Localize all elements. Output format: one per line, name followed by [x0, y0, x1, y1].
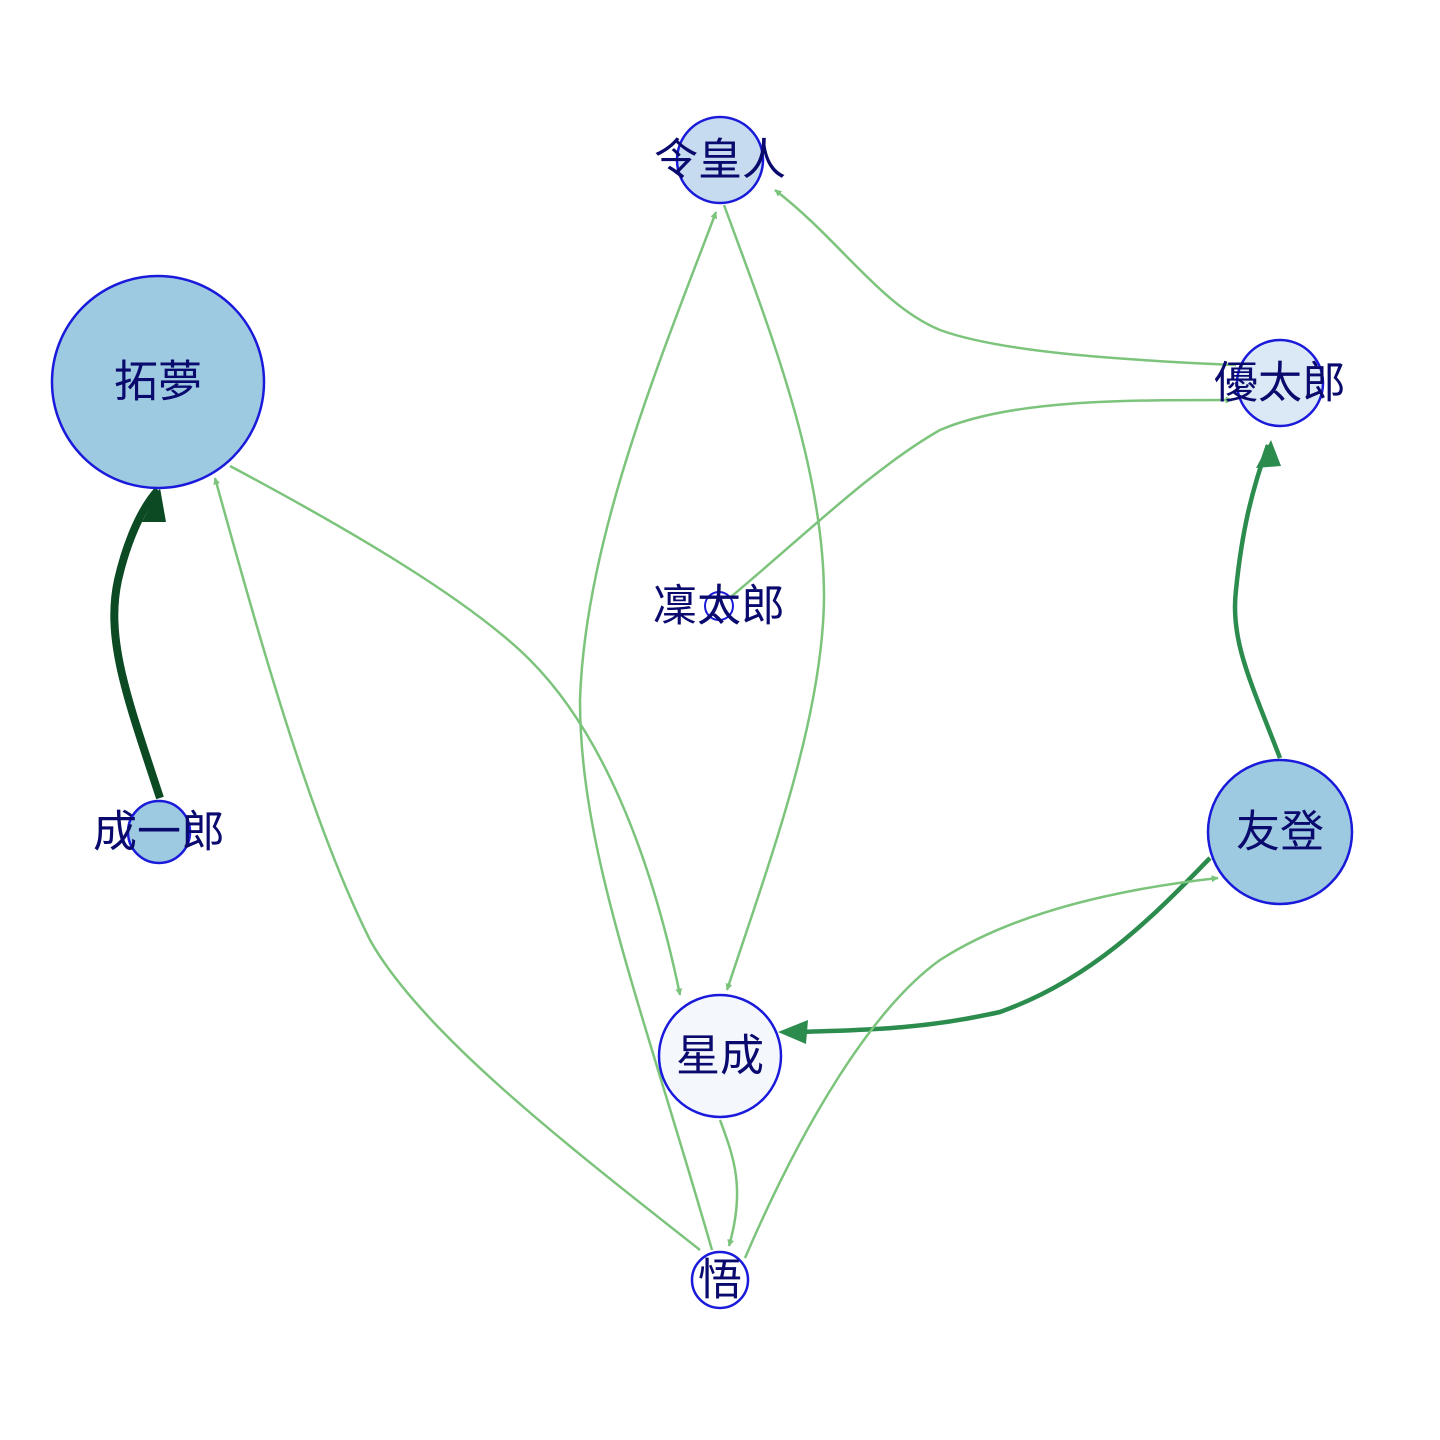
edge-arrow-seiichiro-to-takumu [142, 488, 166, 522]
node-satoru[interactable]: 悟 [690, 1250, 750, 1310]
edge-arrow-tomoto-to-seinari [778, 1020, 808, 1044]
node-label: 友登 [1236, 807, 1324, 858]
edge-rintaro-to-yutaro [719, 396, 1233, 607]
node-tomoto[interactable]: 友登 [1206, 758, 1354, 906]
node-label: 星成 [676, 1031, 764, 1082]
edge-satoru-to-takumu [213, 477, 701, 1251]
node-reijinto[interactable]: 令皇人 [654, 115, 786, 205]
node-rintaro[interactable]: 凜太郎 [653, 581, 785, 632]
node-circle [126, 799, 192, 865]
node-label: 令皇人 [654, 135, 786, 186]
node-circle [1206, 758, 1354, 906]
node-label: 悟 [698, 1255, 742, 1306]
edge-reijinto-to-seinari [722, 204, 826, 991]
node-label: 優太郎 [1214, 358, 1346, 409]
edge-seiichiro-to-takumu [110, 487, 164, 800]
edge-tomoto-to-seinari [799, 856, 1212, 1035]
node-label: 凜太郎 [653, 581, 785, 632]
node-takumu[interactable]: 拓夢 [50, 274, 266, 490]
edge-satoru-to-tomoto [743, 875, 1219, 1259]
node-yutaro[interactable]: 優太郎 [1214, 338, 1346, 428]
edge-satoru-to-reijinto [578, 211, 718, 1251]
edges [110, 189, 1283, 1259]
node-circle [675, 115, 765, 205]
edge-tomoto-to-yutaro [1232, 444, 1283, 759]
node-circle [704, 591, 734, 621]
node-circle [50, 274, 266, 490]
node-circle [657, 993, 783, 1119]
node-seiichiro[interactable]: 成一郎 [93, 799, 225, 865]
node-circle [690, 1250, 750, 1310]
edge-seinari-to-satoru [718, 1119, 739, 1247]
edge-arrow-tomoto-to-yutaro [1256, 440, 1281, 468]
node-label: 拓夢 [114, 357, 202, 408]
node-label: 成一郎 [93, 807, 225, 858]
edge-takumu-to-seinari [229, 464, 683, 996]
node-circle [1235, 338, 1325, 428]
node-seinari[interactable]: 星成 [657, 993, 783, 1119]
nodes: 令皇人 拓夢 優太郎 凜太郎 成一郎 友登 星成 悟 [50, 115, 1354, 1310]
edge-yutaro-to-reijinto [774, 189, 1237, 367]
